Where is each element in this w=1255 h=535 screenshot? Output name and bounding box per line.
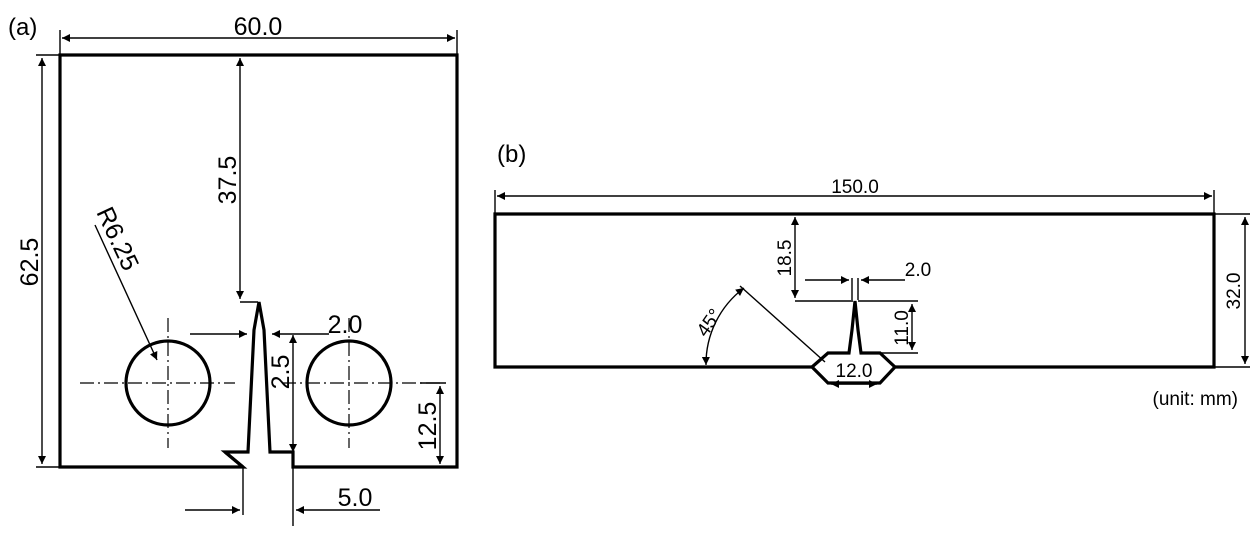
panel-b-notch [810,300,897,369]
panel-a-width-dim: 60.0 [234,13,283,41]
panel-a-slit-tip-dim: 2.5 [267,355,295,390]
panel-a-center-lines [80,318,440,448]
panel-a-radius-dim: R6.25 [91,203,145,275]
panel-b-notch-opening-dim: 12.0 [836,361,873,382]
panel-b-notch-depth-dim: 11.0 [892,310,913,346]
panel-a-hole-height-dim: 12.5 [414,402,442,451]
panel-b-slit-width-dim: 2.0 [905,260,931,281]
panel-a-notch-depth-dim: 37.5 [214,156,242,205]
panel-b: (b) 150.0 32.0 18.5 2.0 11.0 12.0 [493,141,1250,410]
panel-b-width-dim: 150.0 [831,177,879,198]
panel-a-label: (a) [8,14,37,41]
panel-b-outline [493,212,1216,385]
panel-a-slit-width-dim: 2.0 [328,311,363,339]
panel-b-angle-dim: 45° [693,305,727,341]
panel-b-ligament-dim: 18.5 [775,240,796,277]
unit-note: (unit: mm) [1153,389,1239,410]
panel-b-label: (b) [497,141,526,168]
panel-a-height-dim: 62.5 [16,238,44,287]
panel-a-notch-opening-dim: 5.0 [338,484,373,512]
panel-a: (a) 60.0 62.5 37.5 R6.25 [8,13,459,526]
panel-b-height-dim: 32.0 [1224,273,1245,310]
